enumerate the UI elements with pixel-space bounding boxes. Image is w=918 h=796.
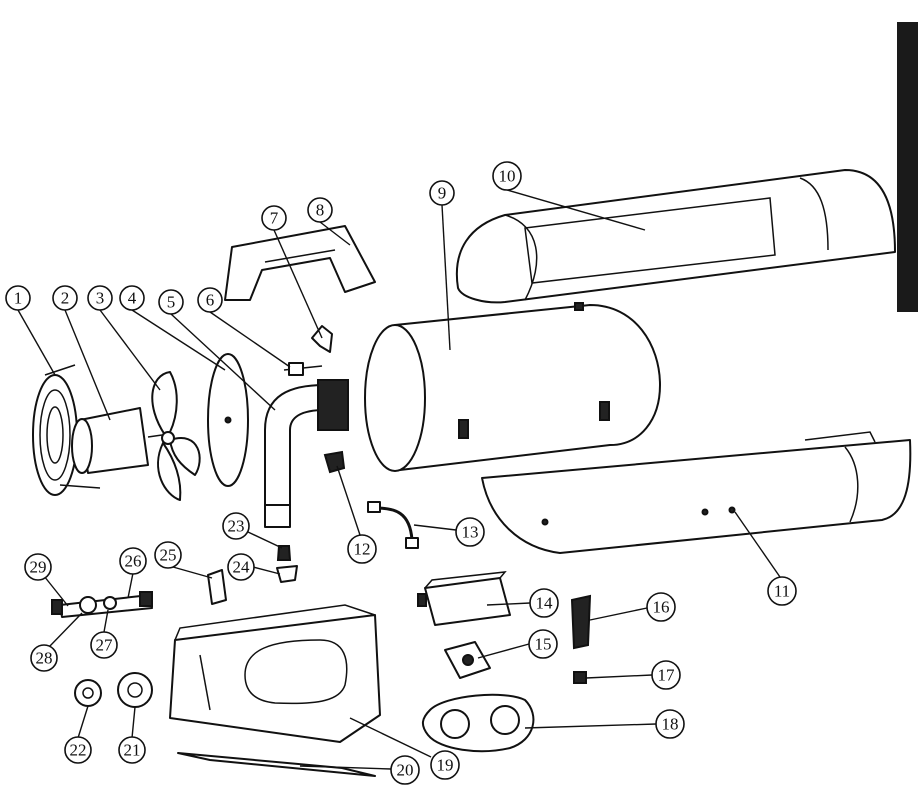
part-fuel-line xyxy=(367,501,419,549)
callout-6-label: 6 xyxy=(206,291,215,310)
callout-27-label: 27 xyxy=(96,636,114,655)
callout-21-label: 21 xyxy=(124,741,141,760)
part-baffle-plate xyxy=(207,353,249,487)
callout-4: 4 xyxy=(119,285,145,311)
callout-14: 14 xyxy=(529,588,559,618)
part-base-frame xyxy=(169,604,381,743)
part-relay xyxy=(444,641,491,679)
callout-4-label: 4 xyxy=(128,289,137,308)
part-main-cylinder xyxy=(364,302,661,472)
part-photocell xyxy=(323,450,346,474)
part-small-knob xyxy=(573,671,587,684)
callout-16-label: 16 xyxy=(653,598,670,617)
callout-24: 24 xyxy=(227,553,255,581)
callout-16: 16 xyxy=(646,592,676,622)
callout-18-label: 18 xyxy=(662,715,679,734)
callout-27: 27 xyxy=(90,631,118,659)
callout-9-label: 9 xyxy=(438,184,447,203)
callout-17-label: 17 xyxy=(658,666,676,685)
callout-1: 1 xyxy=(5,285,31,311)
part-electrode xyxy=(283,362,323,376)
part-carry-handle xyxy=(224,225,376,301)
callout-8: 8 xyxy=(307,197,333,223)
callout-10: 10 xyxy=(492,161,522,191)
callout-22-label: 22 xyxy=(70,741,87,760)
callout-5: 5 xyxy=(158,289,184,315)
callout-26-label: 26 xyxy=(125,552,142,571)
part-valve-assembly xyxy=(51,591,153,618)
part-transformer xyxy=(417,571,511,626)
callout-22: 22 xyxy=(64,736,92,764)
callout-24-label: 24 xyxy=(233,558,251,577)
callout-7-label: 7 xyxy=(270,209,279,228)
callout-7: 7 xyxy=(261,205,287,231)
part-small-bracket xyxy=(311,325,333,353)
callout-29-label: 29 xyxy=(30,558,47,577)
callout-11: 11 xyxy=(767,576,797,606)
callout-8-label: 8 xyxy=(316,201,325,220)
callout-26: 26 xyxy=(119,547,147,575)
callout-10-label: 10 xyxy=(499,167,516,186)
callout-13-label: 13 xyxy=(462,523,479,542)
callout-1-label: 1 xyxy=(14,289,23,308)
callout-3: 3 xyxy=(87,285,113,311)
callout-5-label: 5 xyxy=(167,293,176,312)
callout-25: 25 xyxy=(154,541,182,569)
callout-29: 29 xyxy=(24,553,52,581)
part-bottom-shell xyxy=(481,431,912,554)
part-motor xyxy=(71,407,163,474)
part-clip-bracket xyxy=(207,569,227,605)
callout-23-label: 23 xyxy=(228,517,245,536)
page-edge-tab xyxy=(897,22,918,312)
part-fuel-filter-cap xyxy=(276,565,298,583)
callout-15: 15 xyxy=(528,629,558,659)
callout-17: 17 xyxy=(651,660,681,690)
callout-19-label: 19 xyxy=(437,756,454,775)
callout-12-label: 12 xyxy=(354,540,371,559)
callout-2-label: 2 xyxy=(61,289,70,308)
part-fitting xyxy=(276,545,292,561)
leader-lines xyxy=(17,189,781,770)
part-top-shell xyxy=(455,169,896,304)
callout-21: 21 xyxy=(118,736,146,764)
callout-12: 12 xyxy=(347,534,377,564)
callout-6: 6 xyxy=(197,287,223,313)
callout-9: 9 xyxy=(429,180,455,206)
callout-14-label: 14 xyxy=(536,594,554,613)
part-bottom-plate xyxy=(177,752,376,777)
callout-25-label: 25 xyxy=(160,546,177,565)
callout-28: 28 xyxy=(30,644,58,672)
callout-19: 19 xyxy=(430,750,460,780)
part-combustion-elbow xyxy=(264,379,349,528)
callout-11-label: 11 xyxy=(774,582,790,601)
callout-20: 20 xyxy=(390,755,420,785)
callout-20-label: 20 xyxy=(397,761,414,780)
part-control-knob-large xyxy=(117,672,153,708)
callout-15-label: 15 xyxy=(535,635,552,654)
callout-18: 18 xyxy=(655,709,685,739)
part-gasket xyxy=(422,693,535,753)
part-control-knob-small xyxy=(74,679,102,707)
callout-13: 13 xyxy=(455,517,485,547)
callout-2: 2 xyxy=(52,285,78,311)
part-fan-blade xyxy=(151,371,201,501)
part-terminal-board xyxy=(570,594,592,650)
callout-3-label: 3 xyxy=(96,289,105,308)
callout-28-label: 28 xyxy=(36,649,53,668)
callout-23: 23 xyxy=(222,512,250,540)
